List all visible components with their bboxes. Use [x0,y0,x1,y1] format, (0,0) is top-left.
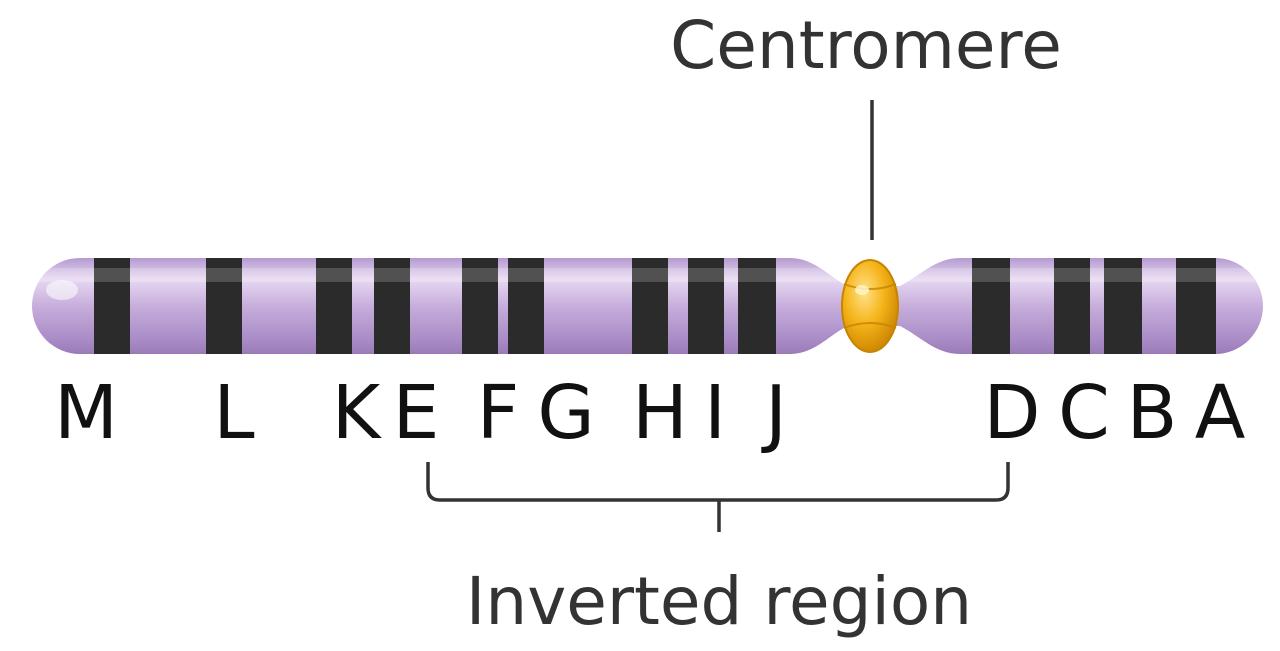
gene-label-j: J [761,370,787,456]
band-h [632,258,668,354]
band-k [316,258,352,354]
band-e [374,258,410,354]
band-m [94,258,130,354]
gene-label-c: C [1058,370,1110,456]
gene-label-f: F [477,370,520,456]
gene-label-g: G [537,370,594,456]
gene-label-l: L [213,370,254,456]
gene-label-k: K [332,370,383,456]
band-l [206,258,242,354]
gene-labels: M L K E F G H I J D C B A [54,370,1246,456]
gene-label-a: A [1195,370,1246,456]
chromosome [32,258,1263,354]
gene-label-d: D [984,370,1041,456]
band-g [508,258,544,354]
band-b [1104,258,1142,354]
band-f [462,258,498,354]
left-end-highlight [46,280,78,300]
chromosome-bands [32,258,1260,354]
gene-label-e: E [393,370,440,456]
centromere-label: Centromere [670,7,1062,84]
inverted-region-label: Inverted region [466,563,972,640]
band-a [1176,258,1216,354]
band-i [688,258,724,354]
gene-label-i: I [704,370,726,456]
centromere [841,259,899,353]
gene-label-b: B [1127,370,1178,456]
band-j [738,258,776,354]
inverted-region-bracket [426,462,1010,502]
gene-label-m: M [54,370,118,456]
band-d [972,258,1010,354]
band-c [1054,258,1090,354]
gene-label-h: H [632,370,688,456]
